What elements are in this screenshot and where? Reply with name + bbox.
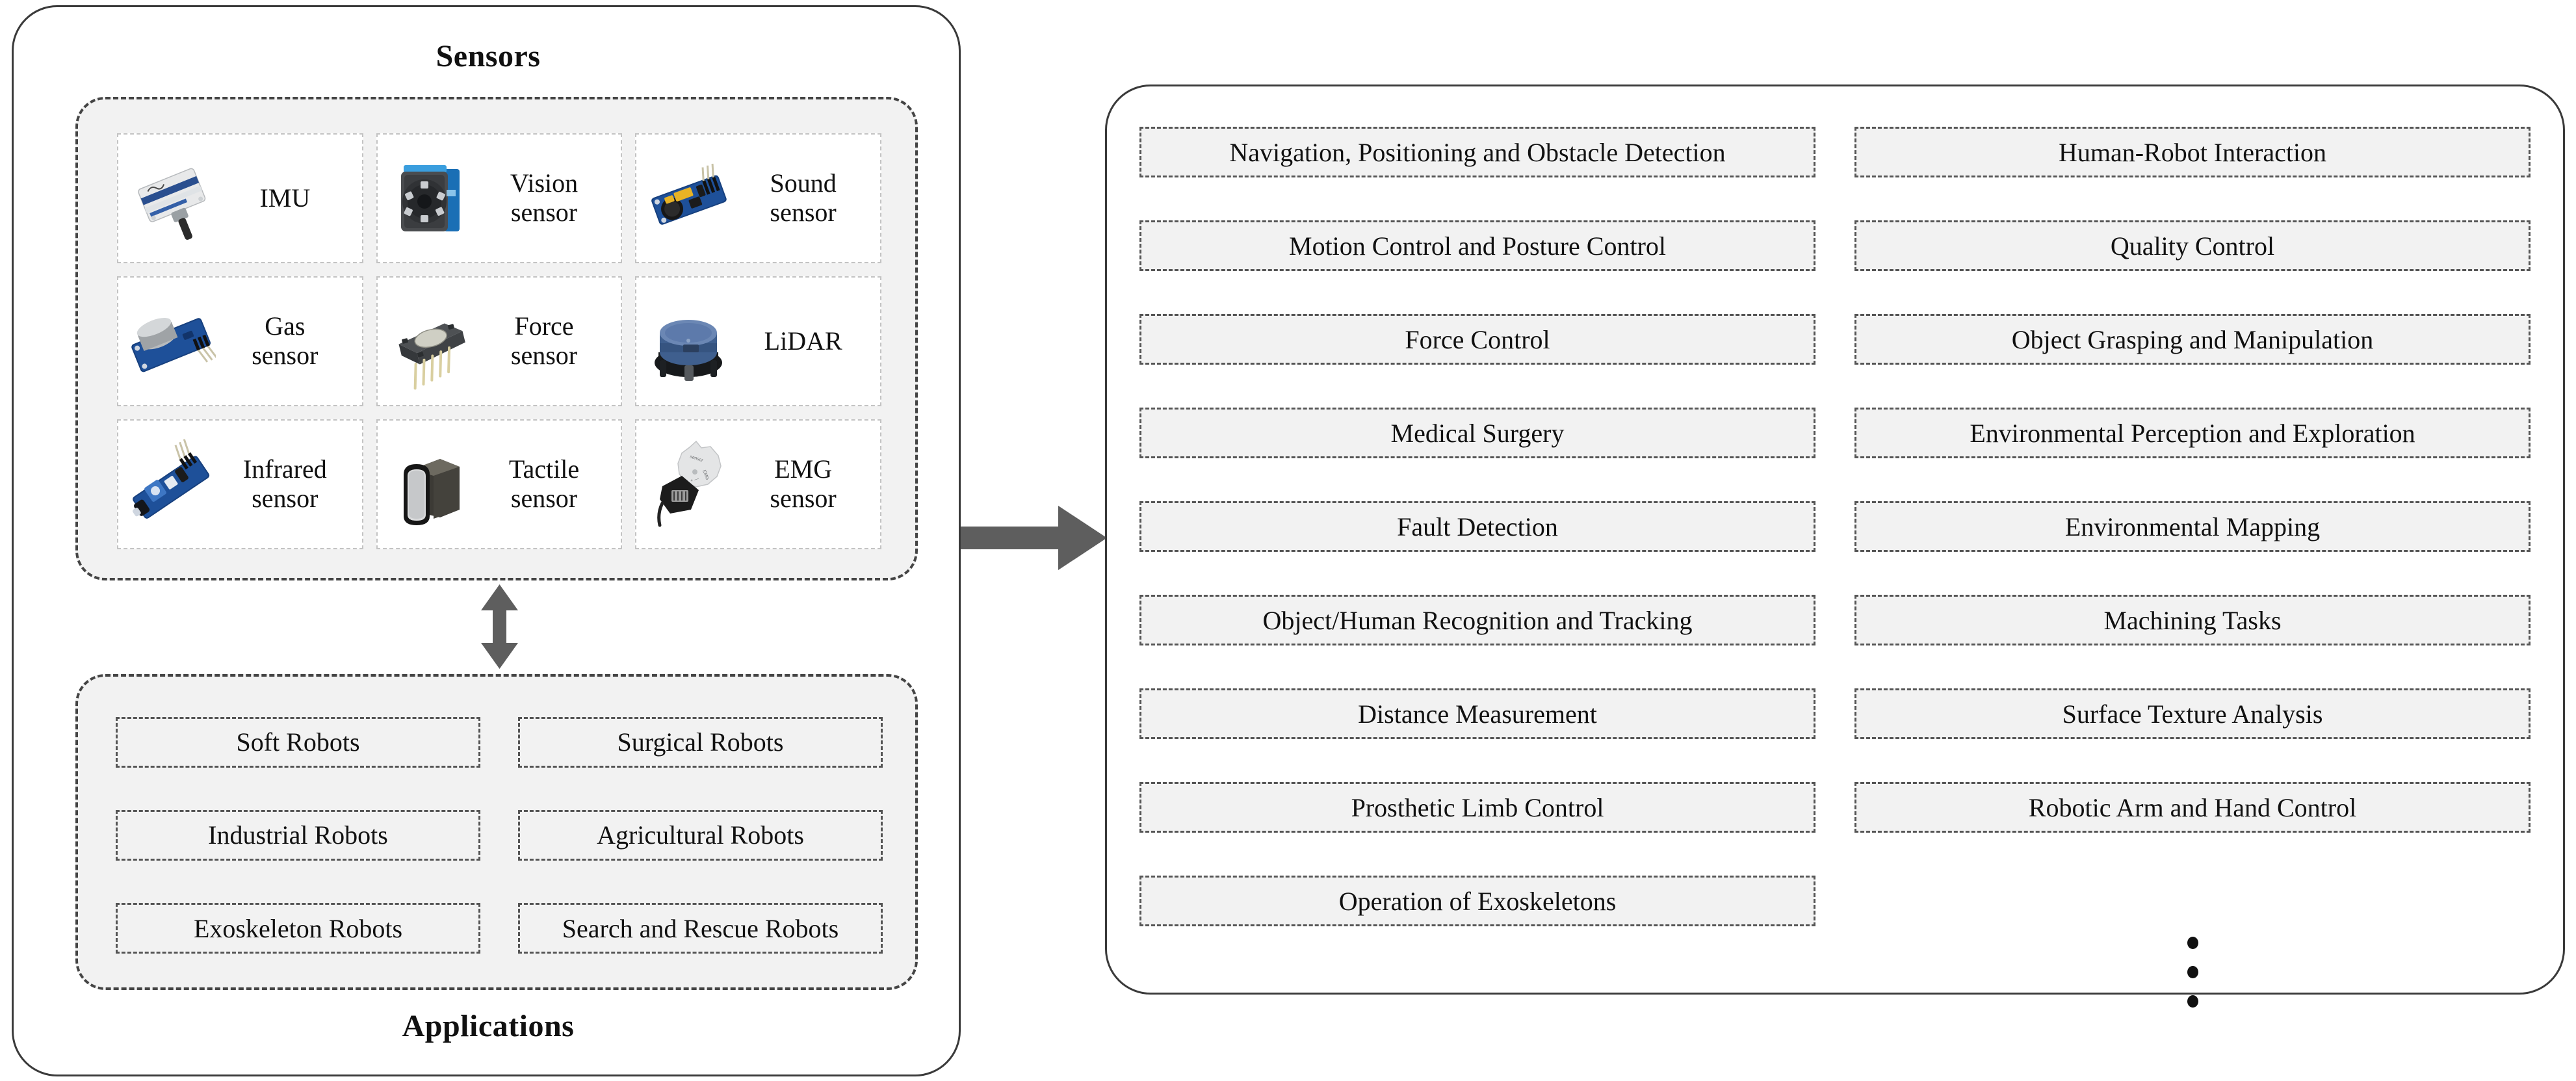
application-chip[interactable]: Surgical Robots xyxy=(518,716,883,768)
application-group: Soft Robots Surgical Robots Industrial R… xyxy=(75,674,918,990)
task-chip[interactable]: Force Control xyxy=(1139,314,1815,365)
task-chip[interactable]: Quality Control xyxy=(1854,220,2530,271)
task-chip[interactable]: Operation of Exoskeletons xyxy=(1139,876,1815,926)
task-chip[interactable]: Robotic Arm and Hand Control xyxy=(1854,782,2530,833)
task-chip[interactable]: Environmental Perception and Exploration xyxy=(1854,408,2530,458)
task-column-left: Navigation, Positioning and Obstacle Det… xyxy=(1139,127,1815,969)
sensor-label: IMU xyxy=(259,183,311,213)
tactile-sensor-icon xyxy=(384,436,475,533)
application-chip[interactable]: Search and Rescue Robots xyxy=(518,903,883,954)
sensors-applications-connector-arrow xyxy=(469,584,530,669)
sensor-label: LiDAR xyxy=(764,326,842,356)
task-chip[interactable]: Distance Measurement xyxy=(1139,688,1815,739)
lidar-sensor-icon xyxy=(643,293,734,390)
task-chip[interactable]: Fault Detection xyxy=(1139,501,1815,552)
application-chip[interactable]: Exoskeleton Robots xyxy=(116,903,480,954)
ellipsis-dot xyxy=(2187,995,2198,1008)
task-chip[interactable]: Object Grasping and Manipulation xyxy=(1854,314,2530,365)
ellipsis-dot xyxy=(2187,937,2198,949)
task-chip[interactable]: Navigation, Positioning and Obstacle Det… xyxy=(1139,127,1815,177)
task-chip[interactable]: Machining Tasks xyxy=(1854,595,2530,645)
task-chip[interactable]: Human-Robot Interaction xyxy=(1854,127,2530,177)
tasks-panel: Navigation, Positioning and Obstacle Det… xyxy=(1105,85,2565,1008)
imu-sensor-icon xyxy=(125,150,216,247)
task-chip[interactable]: Medical Surgery xyxy=(1139,408,1815,458)
task-column-right: Human-Robot Interaction Quality Control … xyxy=(1854,127,2530,876)
task-chip[interactable]: Motion Control and Posture Control xyxy=(1139,220,1815,271)
emg-sensor-icon: sensor EMG + — xyxy=(643,436,734,533)
sensor-cell-imu[interactable]: IMU xyxy=(117,133,363,263)
application-chip[interactable]: Soft Robots xyxy=(116,716,480,768)
task-chip[interactable]: Environmental Mapping xyxy=(1854,501,2530,552)
force-sensor-icon xyxy=(384,293,475,390)
svg-text:+ —: + — xyxy=(690,476,700,484)
vision-sensor-icon xyxy=(384,150,475,247)
sensor-cell-emg[interactable]: sensor EMG + — xyxy=(635,419,881,549)
task-chip[interactable]: Prosthetic Limb Control xyxy=(1139,782,1815,833)
infrared-sensor-icon xyxy=(125,436,216,533)
gas-sensor-icon xyxy=(125,293,216,390)
application-chip[interactable]: Agricultural Robots xyxy=(518,809,883,861)
sensor-group: IMU xyxy=(75,97,918,580)
sound-sensor-icon xyxy=(643,150,734,247)
application-chip[interactable]: Industrial Robots xyxy=(116,809,480,861)
ellipsis-dot xyxy=(2187,966,2198,978)
task-chip[interactable]: Object/Human Recognition and Tracking xyxy=(1139,595,1815,645)
task-chip[interactable]: Surface Texture Analysis xyxy=(1854,688,2530,739)
vertical-ellipsis-icon xyxy=(1854,928,2530,1016)
sensors-applications-panel: Sensors xyxy=(12,5,961,1076)
application-grid: Soft Robots Surgical Robots Industrial R… xyxy=(116,708,883,963)
sensor-grid: IMU xyxy=(117,133,881,549)
page-title-applications: Applications xyxy=(402,1009,575,1043)
sensor-cell-lidar[interactable]: LiDAR xyxy=(635,276,881,406)
page-title-sensors: Sensors xyxy=(436,39,541,73)
left-to-right-connector-arrow xyxy=(961,501,1107,575)
